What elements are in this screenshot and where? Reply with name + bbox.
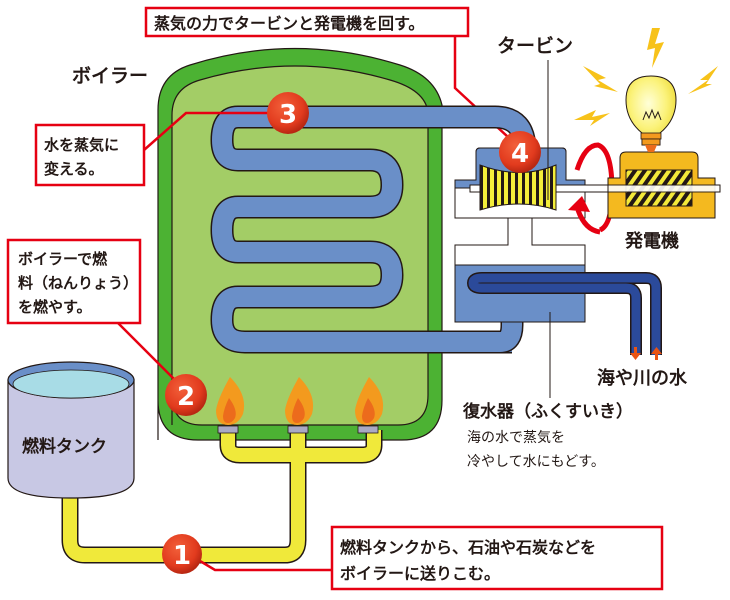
condenser-desc-line2: 冷やして水にもどす。 (467, 454, 605, 470)
callout-step1-line1: 燃料タンクから、石油や石炭などを (340, 538, 596, 557)
water-flow-arrows (630, 347, 662, 360)
turbine-label: タービン (497, 35, 573, 57)
condenser-desc-line1: 海の水で蒸気を (467, 430, 565, 446)
fuel-tank-label: 燃料タンク (22, 436, 107, 457)
step-number-3: 3 (279, 100, 297, 130)
turbine (454, 147, 721, 265)
callout-step2-line1: ボイラーで燃 (18, 250, 108, 268)
callout-step1-line2: ボイラーに送りこむ。 (340, 564, 500, 583)
leader-line-2 (117, 322, 181, 386)
step-number-4: 4 (511, 139, 529, 169)
condenser (454, 264, 662, 355)
leader-line-4 (453, 36, 523, 151)
callout-turbine-generator-text: 蒸気の力でタービンと発電機を回す。 (154, 14, 424, 33)
sea-river-water-label: 海や川の水 (597, 367, 688, 389)
step-number-2: 2 (177, 382, 195, 412)
callout-step2-line2: 料（ねんりょう） (18, 274, 138, 292)
callout-turbine-generator: 蒸気の力でタービンと発電機を回す。 (144, 6, 470, 38)
step-badge-1: 1 (162, 534, 202, 574)
step-number-1: 1 (173, 541, 191, 571)
light-bulb-icon (625, 75, 677, 152)
callout-step3: 水を蒸気に 変える。 (34, 123, 146, 187)
generator-label: 発電機 (624, 230, 679, 252)
flame-icon (285, 377, 314, 434)
fuel-tank (7, 361, 135, 499)
callout-step2: ボイラーで燃 料（ねんりょう） を燃やす。 (6, 238, 142, 325)
condenser-title: 復水器（ふくすいき） (462, 401, 633, 422)
flame-icon (355, 377, 384, 434)
callout-step1: 燃料タンクから、石油や石炭などを ボイラーに送りこむ。 (330, 525, 664, 591)
step-badge-2: 2 (165, 374, 207, 416)
callout-step3-line1: 水を蒸気に (44, 136, 119, 154)
step-badge-3: 3 (267, 92, 309, 134)
step-badge-4: 4 (499, 131, 541, 173)
leader-line-3 (143, 111, 270, 151)
callout-step3-line2: 変える。 (44, 160, 104, 178)
lightning-icons (574, 28, 718, 126)
callout-step2-line3: を燃やす。 (18, 298, 92, 316)
burners (216, 377, 384, 434)
flame-icon (216, 377, 245, 434)
boiler-label: ボイラー (72, 65, 148, 87)
generator (607, 151, 721, 219)
